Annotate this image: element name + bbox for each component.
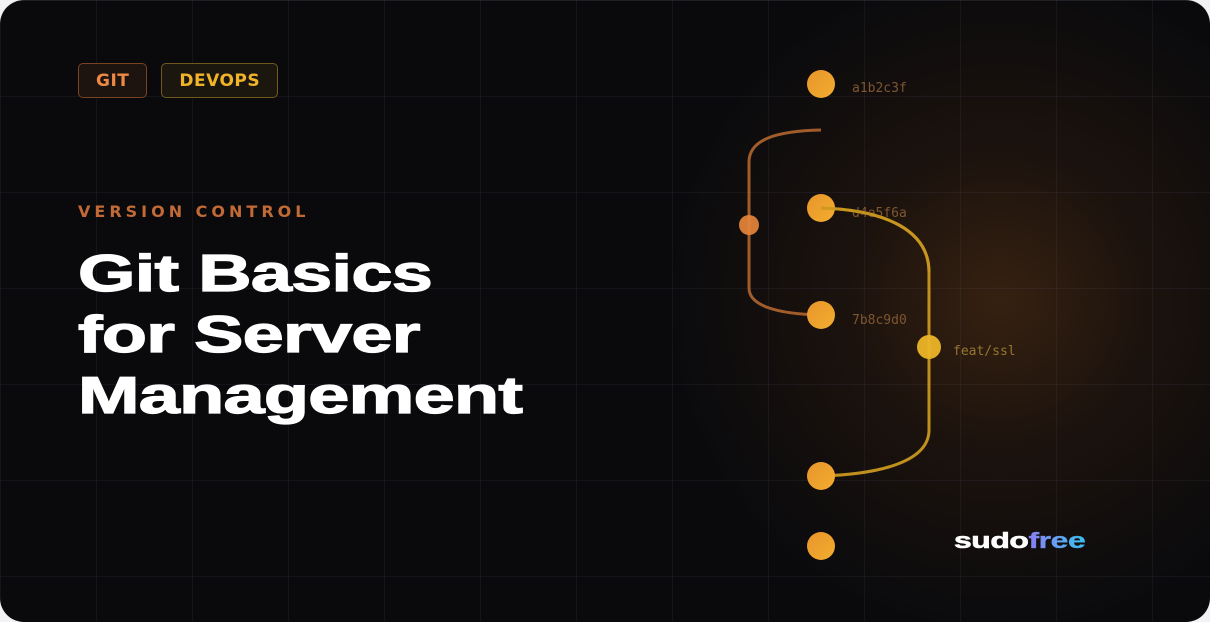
commit-node[interactable] (807, 532, 835, 560)
title-line-2: for Server (77, 305, 421, 364)
commit-node[interactable] (807, 70, 835, 98)
tag-list: GIT DEVOPS (78, 63, 279, 98)
page-title: Git Basics for Server Management (77, 244, 678, 427)
commit-node[interactable] (807, 462, 835, 490)
branch-node-left[interactable] (739, 215, 759, 235)
title-line-3: Management (77, 366, 524, 425)
brand-logo-sudo: sudo (954, 528, 1030, 554)
commit-hash-label: a1b2c3f (852, 81, 907, 96)
eyebrow-label: VERSION CONTROL (78, 202, 310, 221)
branch-line-overlay (820, 206, 931, 273)
branch-node-feat-ssl[interactable] (917, 335, 941, 359)
title-line-1: Git Basics (77, 244, 433, 303)
branch-line-left (747, 128, 822, 317)
branch-name-label: feat/ssl (953, 344, 1016, 359)
commit-hash-label: 7b8c9d0 (852, 313, 907, 328)
commit-node[interactable] (807, 301, 835, 329)
branch-line-feat-ssl (820, 206, 931, 478)
brand-logo-free: free (1028, 528, 1086, 553)
tag-devops: DEVOPS (161, 63, 279, 98)
tag-git: GIT (78, 63, 148, 98)
commit-hash-label: d4e5f6a (852, 206, 907, 221)
